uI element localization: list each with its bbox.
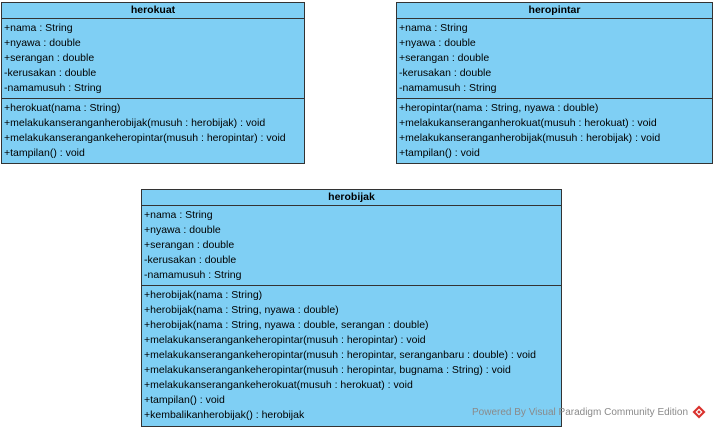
operation: +melakukanserangankeheropintar(musuh : h… <box>4 132 286 144</box>
class-herobijak[interactable]: herobijak +nama : String +nyawa : double… <box>141 189 562 427</box>
operation: +tampilan() : void <box>144 394 225 406</box>
attributes-compartment: +nama : String +nyawa : double +serangan… <box>397 19 712 99</box>
operations-compartment: +herokuat(nama : String) +melakukanseran… <box>2 99 304 163</box>
attribute: +serangan : double <box>4 52 95 64</box>
operation: +tampilan() : void <box>4 147 85 159</box>
attribute: -namamusuh : String <box>399 82 497 94</box>
operation: +herobijak(nama : String) <box>144 289 263 301</box>
operation: +heropintar(nama : String, nyawa : doubl… <box>399 102 599 114</box>
attribute: +nyawa : double <box>144 224 221 236</box>
operation: +melakukanserangankeheropintar(musuh : h… <box>144 334 426 346</box>
operation: +melakukanseranganherobijak(musuh : hero… <box>4 117 266 129</box>
attribute: +nama : String <box>399 22 468 34</box>
operation: +melakukanserangankeheropintar(musuh : h… <box>144 364 511 376</box>
class-name: herokuat <box>2 3 304 19</box>
class-name: heropintar <box>397 3 712 19</box>
watermark-text: Powered By Visual Paradigm Community Edi… <box>472 406 689 418</box>
attributes-compartment: +nama : String +nyawa : double +serangan… <box>2 19 304 99</box>
attributes-compartment: +nama : String +nyawa : double +serangan… <box>142 206 561 286</box>
operations-compartment: +heropintar(nama : String, nyawa : doubl… <box>397 99 712 163</box>
operation: +kembalikanherobijak() : herobijak <box>144 409 305 421</box>
attribute: -kerusakan : double <box>399 67 492 79</box>
attribute: +nama : String <box>4 22 73 34</box>
operation: +melakukanseranganherokuat(musuh : herok… <box>399 117 657 129</box>
attribute: +serangan : double <box>144 239 235 251</box>
attribute: -namamusuh : String <box>4 82 102 94</box>
class-herokuat[interactable]: herokuat +nama : String +nyawa : double … <box>1 2 305 164</box>
operations-compartment: +herobijak(nama : String) +herobijak(nam… <box>142 286 561 425</box>
operation: +melakukanseranganherobijak(musuh : hero… <box>399 132 661 144</box>
attribute: -kerusakan : double <box>4 67 97 79</box>
class-name: herobijak <box>142 190 561 206</box>
class-heropintar[interactable]: heropintar +nama : String +nyawa : doubl… <box>396 2 713 164</box>
operation: +melakukanserangankeherokuat(musuh : her… <box>144 379 413 391</box>
attribute: -namamusuh : String <box>144 269 242 281</box>
attribute: +serangan : double <box>399 52 490 64</box>
operation: +herokuat(nama : String) <box>4 102 121 114</box>
attribute: +nyawa : double <box>399 37 476 49</box>
operation: +herobijak(nama : String, nyawa : double… <box>144 319 429 331</box>
operation: +herobijak(nama : String, nyawa : double… <box>144 304 339 316</box>
operation: +tampilan() : void <box>399 147 480 159</box>
visual-paradigm-logo-icon <box>692 405 706 419</box>
watermark: Powered By Visual Paradigm Community Edi… <box>472 405 706 419</box>
operation: +melakukanserangankeheropintar(musuh : h… <box>144 349 536 361</box>
attribute: +nyawa : double <box>4 37 81 49</box>
attribute: +nama : String <box>144 209 213 221</box>
attribute: -kerusakan : double <box>144 254 237 266</box>
